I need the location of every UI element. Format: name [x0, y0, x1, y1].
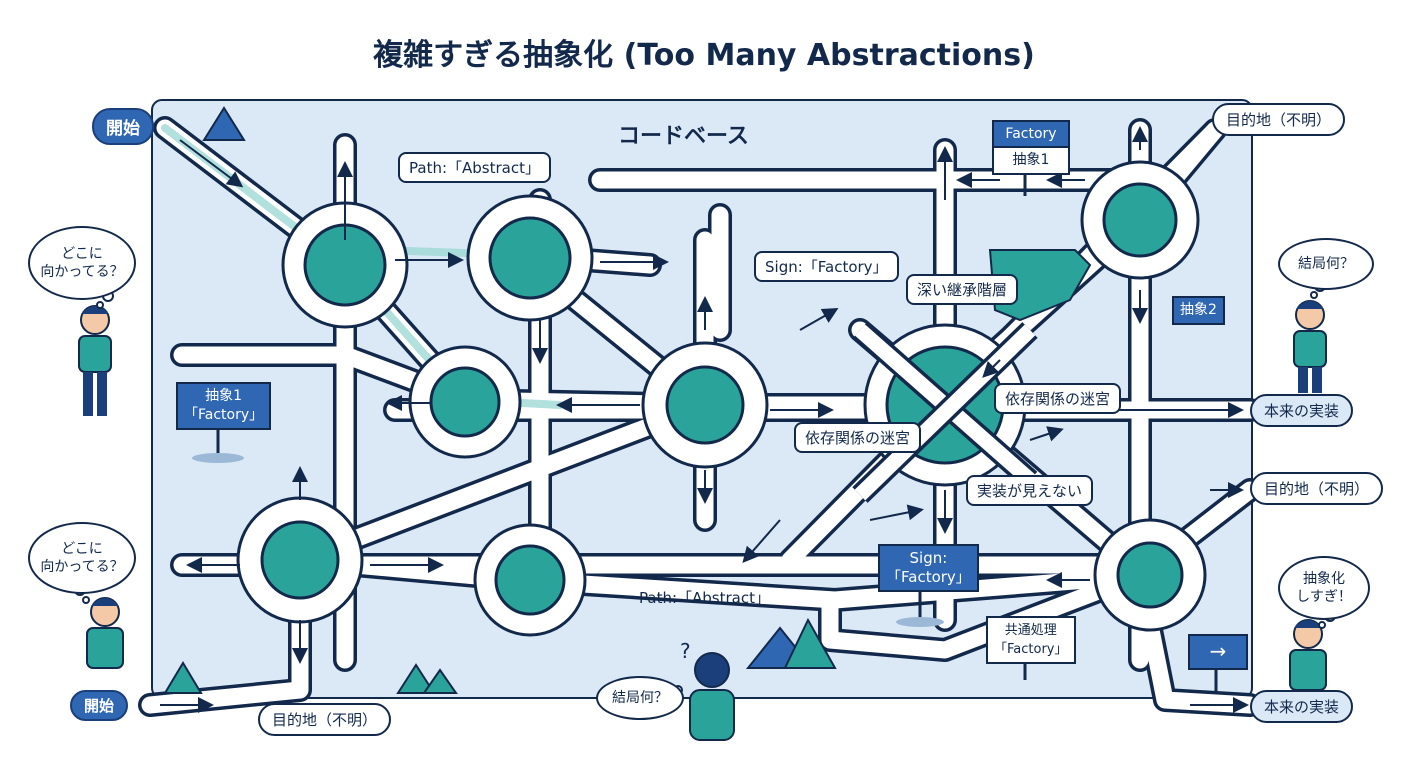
- destination-label-bottom: 目的地（不明）: [258, 703, 392, 736]
- thought-text: どこに: [61, 541, 103, 557]
- factory-sign-top: Factory: [992, 120, 1070, 149]
- svg-text:?: ?: [680, 639, 691, 663]
- real-impl-label-top: 本来の実装: [1250, 394, 1354, 427]
- abstraction1-sign-top: 抽象1: [992, 146, 1070, 175]
- thought-text: しすぎ！: [1296, 589, 1352, 605]
- person-left-bottom: [86, 597, 124, 669]
- roundabout: [236, 496, 364, 624]
- thought-text: 向かってる？: [40, 264, 124, 280]
- codebase-label: コードベース: [618, 124, 749, 149]
- sign-factory-label: Sign:「Factory」: [754, 251, 899, 282]
- person-right-top: [1293, 300, 1327, 393]
- thought-text: どこに: [61, 246, 103, 262]
- common-sign-line2: 「Factory」: [994, 642, 1068, 657]
- thought-text: 向かってる？: [40, 559, 124, 575]
- person-left-top: [78, 305, 112, 416]
- roundabout: [641, 341, 769, 469]
- path-abstract-label-top: Path:「Abstract」: [398, 152, 551, 183]
- common-sign-line1: 共通処理: [1004, 623, 1057, 638]
- thought-bubble-too-abstract: 抽象化しすぎ！: [1278, 556, 1370, 620]
- destination-label-top: 目的地（不明）: [1212, 103, 1346, 136]
- roundabout: [408, 345, 522, 459]
- roundabout: [466, 194, 594, 322]
- start-label-bottom: 開始: [70, 690, 129, 721]
- abstraction1-sign-top-text: 抽象1: [1012, 152, 1050, 168]
- sign-factory-bottom: Sign: 「Factory」: [878, 544, 979, 592]
- triangle-decor: [163, 106, 1202, 694]
- roundabout: [1093, 518, 1207, 632]
- impl-invisible-label: 実装が見えない: [966, 475, 1094, 506]
- dependency-maze-label-left: 依存関係の迷宮: [794, 422, 922, 453]
- arrow-right-icon: →: [1188, 634, 1248, 670]
- factory-sign-top-upper: Factory: [1005, 126, 1057, 142]
- person-right-bottom: [1289, 619, 1327, 691]
- thought-bubble-where-going-1: どこに向かってる？: [28, 226, 136, 300]
- thought-bubble-where-going-2: どこに向かってる？: [28, 522, 136, 594]
- page-title: 複雑すぎる抽象化 (Too Many Abstractions): [373, 38, 1035, 73]
- common-processing-sign: 共通処理 「Factory」: [986, 616, 1076, 664]
- roundabout: [1080, 160, 1200, 280]
- dependency-maze-label-right: 依存関係の迷宮: [994, 383, 1122, 414]
- thought-text: 抽象化: [1302, 571, 1345, 587]
- left-sign-line2: 「Factory」: [184, 407, 264, 423]
- bottom-sign-line1: Sign:: [909, 549, 948, 567]
- thought-bubble-what-after-all-1: 結局何？: [1278, 238, 1374, 290]
- abstraction1-factory-sign-left: 抽象1 「Factory」: [176, 382, 272, 430]
- real-impl-label-bottom: 本来の実装: [1250, 690, 1354, 723]
- path-abstract-label-bottom: Path:「Abstract」: [639, 589, 770, 607]
- bottom-sign-line2: 「Factory」: [886, 568, 971, 586]
- deep-inheritance-label: 深い継承階層: [906, 274, 1019, 305]
- roundabout: [473, 523, 587, 637]
- abstraction2-sign: 抽象2: [1172, 296, 1225, 325]
- thought-bubble-what-after-all-2: 結局何？: [596, 676, 684, 720]
- destination-label-right: 目的地（不明）: [1250, 472, 1384, 505]
- start-label-top: 開始: [92, 108, 154, 145]
- person-bottom-center: ?: [680, 639, 735, 741]
- left-sign-line1: 抽象1: [205, 388, 243, 404]
